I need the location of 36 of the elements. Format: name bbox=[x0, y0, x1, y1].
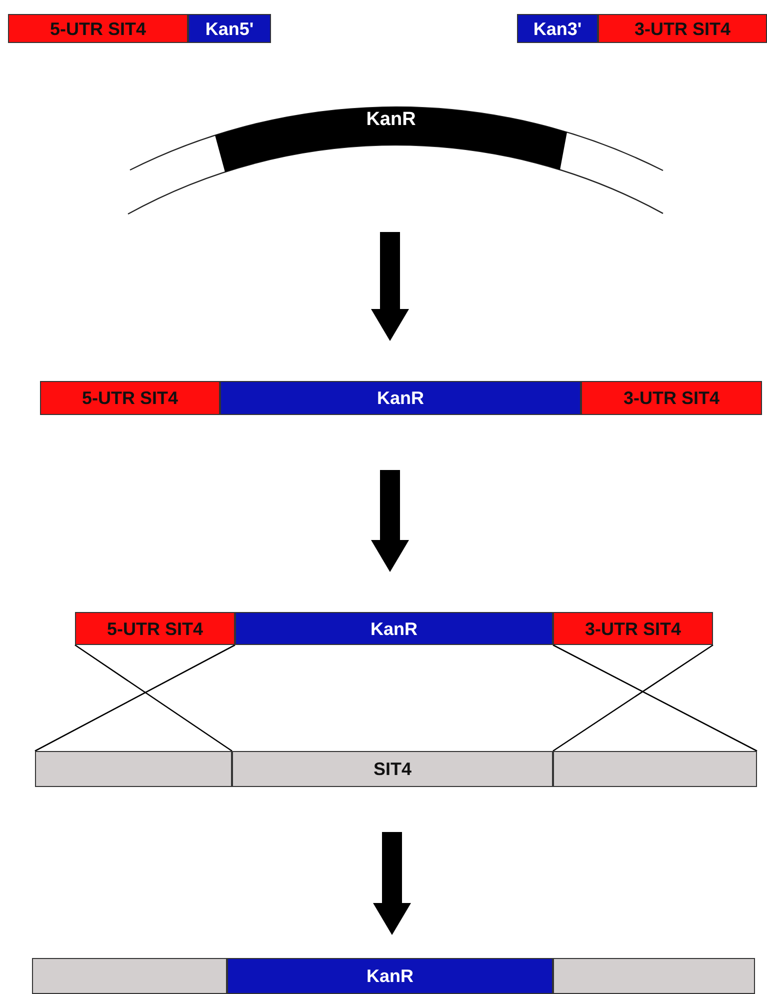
segment-label: 3-UTR SIT4 bbox=[623, 389, 720, 407]
segment-label: KanR bbox=[366, 110, 416, 132]
segment-label: SIT4 bbox=[373, 760, 412, 778]
utr-segment bbox=[598, 14, 767, 43]
kanr-segment bbox=[220, 381, 581, 415]
kan-segment bbox=[188, 14, 271, 43]
utr-segment bbox=[75, 612, 235, 645]
segment-label: 3-UTR SIT4 bbox=[634, 20, 730, 38]
segment-label: KanR bbox=[376, 389, 424, 407]
segment-label: 5-UTR SIT4 bbox=[82, 389, 178, 407]
utr-segment bbox=[553, 612, 713, 645]
segment-label: KanR bbox=[370, 620, 418, 638]
crossover-line bbox=[552, 644, 714, 752]
segment-label: KanR bbox=[366, 967, 414, 985]
process-arrow bbox=[373, 832, 411, 935]
process-arrow bbox=[371, 232, 409, 341]
utr-segment bbox=[8, 14, 188, 43]
crossover-line bbox=[34, 644, 236, 752]
utr-segment bbox=[40, 381, 220, 415]
crossover-line bbox=[552, 644, 758, 752]
kanr-segment bbox=[235, 612, 553, 645]
segment-label: 5-UTR SIT4 bbox=[106, 620, 203, 638]
segment-label: 5-UTR SIT4 bbox=[50, 20, 146, 38]
gene-segment bbox=[232, 751, 553, 787]
crossover-line bbox=[74, 644, 232, 752]
genome-segment bbox=[32, 958, 227, 994]
process-arrow bbox=[371, 470, 409, 572]
utr-segment bbox=[581, 381, 762, 415]
kan-segment bbox=[517, 14, 598, 43]
genome-segment bbox=[35, 751, 232, 787]
segment-label: 3-UTR SIT4 bbox=[584, 620, 681, 638]
kanr-segment bbox=[227, 958, 553, 994]
genome-segment bbox=[553, 751, 757, 787]
segment-label: Kan5' bbox=[205, 20, 254, 38]
segment-label: Kan3' bbox=[533, 20, 582, 38]
genome-segment bbox=[553, 958, 755, 994]
